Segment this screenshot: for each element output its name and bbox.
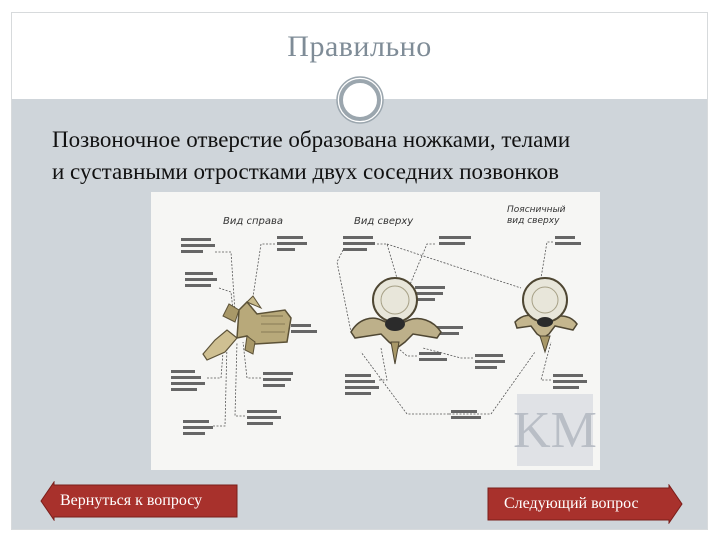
- arrow-right-shape-icon: [487, 484, 683, 524]
- km-watermark-logo: KM: [513, 394, 597, 466]
- divider-ornament-icon: [336, 76, 384, 124]
- label-top-view: Вид сверху: [354, 216, 414, 227]
- next-question-button[interactable]: Следующий вопрос: [487, 484, 683, 524]
- vertebra-lateral-view: [202, 295, 292, 361]
- body-text-line-2: и суставными отростками двух соседних по…: [52, 159, 559, 184]
- vertebra-top-view: [350, 277, 442, 365]
- vertebra-illustration: Вид справа Вид сверху Поясничный вид све…: [151, 192, 600, 470]
- label-right-view: Вид справа: [223, 216, 283, 227]
- arrow-left-shape-icon: [40, 481, 238, 521]
- body-text-line-1: Позвоночное отверстие образована ножками…: [52, 127, 571, 152]
- label-lumbar: Поясничный: [507, 205, 566, 215]
- label-lumbar-top-view: вид сверху: [507, 216, 560, 226]
- slide-frame: [11, 12, 708, 530]
- slide-title: Правильно: [287, 30, 432, 63]
- lumbar-vertebra-top-view: [514, 277, 578, 354]
- watermark-text: KM: [513, 402, 597, 459]
- next-button-label: Следующий вопрос: [504, 495, 639, 512]
- back-button-label: Вернуться к вопросу: [60, 492, 203, 509]
- annotation-text-marks: [171, 236, 587, 435]
- vertebra-diagram: Вид справа Вид сверху Поясничный вид све…: [171, 205, 597, 466]
- back-to-question-button[interactable]: Вернуться к вопросу: [40, 481, 238, 521]
- body-text: Позвоночное отверстие образована ножками…: [52, 124, 692, 188]
